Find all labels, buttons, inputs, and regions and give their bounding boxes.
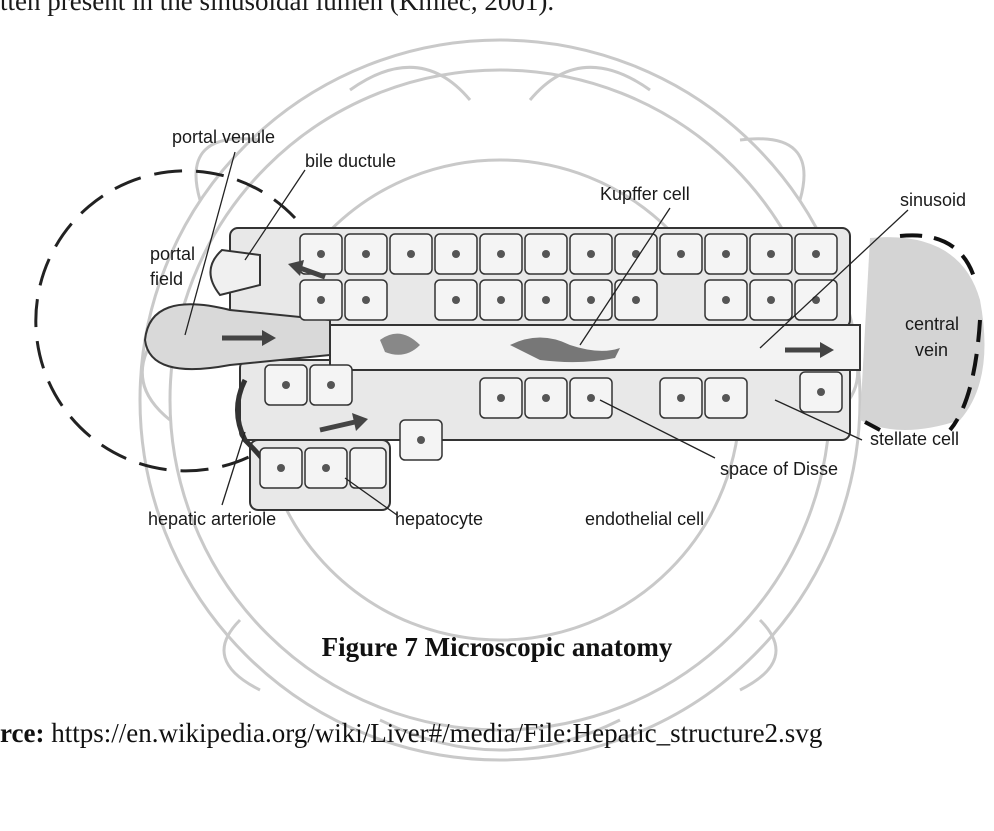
label-portal-field-1: portal (150, 244, 195, 264)
figure-caption: Figure 7 Microscopic anatomy (0, 632, 994, 663)
label-bile-ductule: bile ductule (305, 151, 396, 171)
source-url: https://en.wikipedia.org/wiki/Liver#/med… (51, 718, 822, 748)
source-label: rce: (0, 718, 44, 748)
label-sinusoid: sinusoid (900, 190, 966, 210)
label-hepatocyte: hepatocyte (395, 509, 483, 529)
label-central-vein-2: vein (915, 340, 948, 360)
label-stellate-cell: stellate cell (870, 429, 959, 449)
hepatic-structure-diagram: portal venule bile ductule portal field … (0, 0, 994, 620)
label-central-vein-1: central (905, 314, 959, 334)
label-portal-field-2: field (150, 269, 183, 289)
label-endothelial-cell: endothelial cell (585, 509, 704, 529)
source-line: rce: https://en.wikipedia.org/wiki/Liver… (0, 718, 822, 749)
label-portal-venule: portal venule (172, 127, 275, 147)
label-kupffer-cell: Kupffer cell (600, 184, 690, 204)
label-space-of-disse: space of Disse (720, 459, 838, 479)
label-hepatic-arteriole: hepatic arteriole (148, 509, 276, 529)
